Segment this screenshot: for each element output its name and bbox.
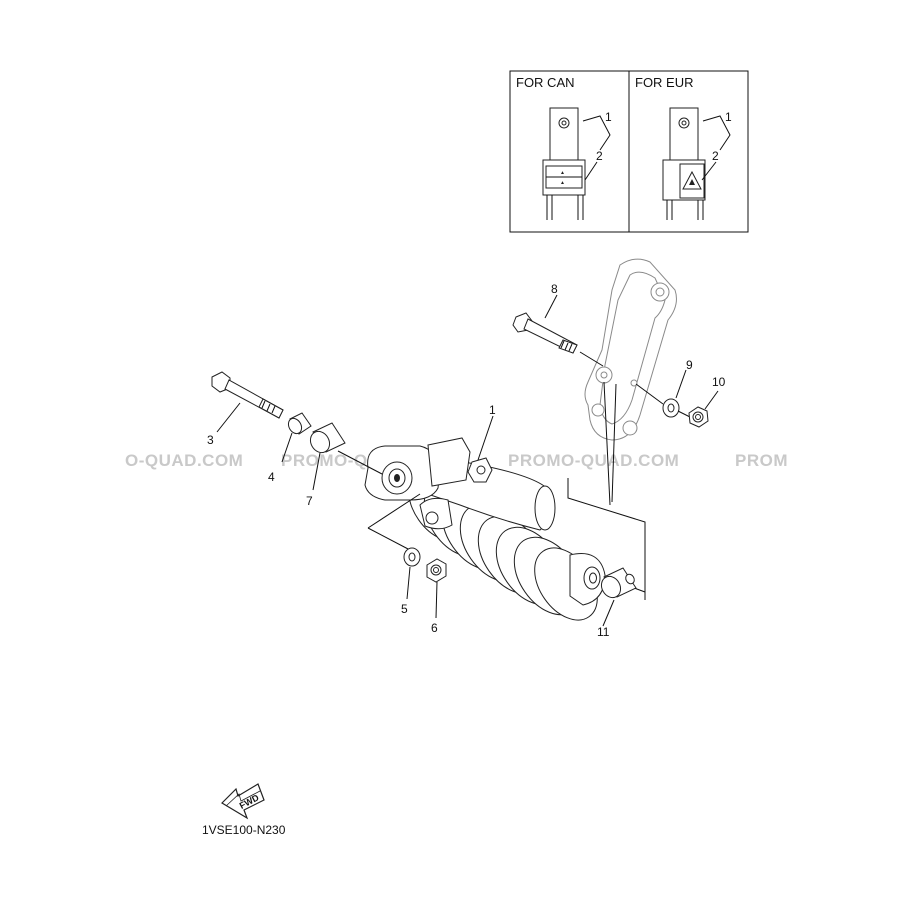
- callout-5: 5: [401, 602, 408, 616]
- can-callout-2: 2: [596, 149, 603, 163]
- relay-arm-ghost: [584, 258, 677, 441]
- diagram-code: 1VSE100-N230: [202, 823, 286, 837]
- eur-callout-2: 2: [712, 149, 719, 163]
- bolt-8-axis-line: [635, 383, 664, 405]
- nut-10: [688, 406, 709, 428]
- callout-line-6: [435, 581, 438, 619]
- callout-8: 8: [551, 282, 558, 296]
- inset-box: FOR CAN FOR EUR ▲ ▲ 1 2: [509, 70, 749, 233]
- svg-text:▲: ▲: [560, 170, 565, 176]
- can-shock-detail: ▲ ▲: [542, 107, 586, 220]
- callout-7: 7: [306, 494, 313, 508]
- can-callout-1: 1: [605, 110, 612, 124]
- fwd-arrow-icon: FWD: [221, 783, 265, 820]
- washer-nut-axis-line: [677, 410, 691, 418]
- callout-line-8: [544, 294, 558, 319]
- shock-label-plate: [427, 437, 471, 487]
- washer-9: [662, 398, 680, 418]
- callout-9: 9: [686, 358, 693, 372]
- callout-11: 11: [597, 625, 610, 639]
- assembly-guide-lines: [337, 381, 646, 600]
- can-callout-bracket: [582, 115, 611, 151]
- eur-callout-bracket: [702, 115, 731, 151]
- collar-4: [287, 412, 312, 435]
- callout-line-9: [675, 369, 687, 399]
- callout-line-5: [406, 566, 411, 600]
- svg-text:▲: ▲: [560, 180, 565, 186]
- callout-6: 6: [431, 621, 438, 635]
- callout-4: 4: [268, 470, 275, 484]
- callout-line-11: [602, 599, 615, 627]
- callout-3: 3: [207, 433, 214, 447]
- bolt-3: [211, 371, 284, 419]
- bolt-8: [512, 312, 604, 367]
- watermark-text-4: PROM: [735, 451, 788, 470]
- callout-10: 10: [712, 375, 726, 389]
- callout-line-4: [281, 432, 293, 463]
- eur-callout-1: 1: [725, 110, 732, 124]
- bushing-7: [309, 422, 346, 454]
- eur-shock-detail: [662, 107, 706, 220]
- callout-1: 1: [489, 403, 496, 417]
- nut-6: [426, 558, 447, 583]
- callout-line-10: [704, 390, 719, 410]
- inset-title-eur: FOR EUR: [635, 75, 694, 90]
- inset-title-can: FOR CAN: [516, 75, 575, 90]
- can-callout-2-line: [584, 161, 598, 181]
- collar-11: [600, 567, 637, 599]
- watermark-text-3: PROMO-QUAD.COM: [508, 451, 679, 470]
- watermark-text-1: O-QUAD.COM: [125, 451, 243, 470]
- shock-absorber-assembly: [364, 437, 606, 621]
- washer-5: [403, 547, 421, 567]
- callout-line-1: [477, 415, 494, 461]
- callout-line-7: [312, 452, 321, 491]
- callout-line-3: [216, 402, 241, 433]
- eur-callout-2-line: [701, 161, 717, 181]
